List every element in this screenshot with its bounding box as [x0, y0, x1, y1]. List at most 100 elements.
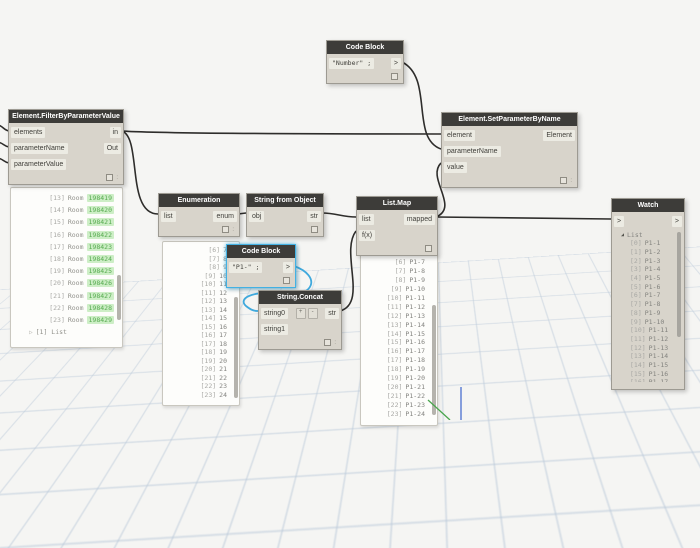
- preview-toggle-icon[interactable]: [391, 73, 398, 80]
- preview-toggle-icon[interactable]: [560, 177, 567, 184]
- scrollbar-thumb[interactable]: [234, 297, 238, 398]
- node-title[interactable]: Code Block: [227, 245, 295, 258]
- node-string-from-object[interactable]: String from Object obj str: [246, 193, 324, 237]
- node-string-concat[interactable]: String.Concat string0 + - str string1 :: [258, 290, 342, 350]
- preview-list-footer[interactable]: ▷ [1] List: [11, 326, 122, 338]
- info-icon: :: [334, 340, 336, 346]
- watch-list[interactable]: ◢ List [0] P1-1 [1] P1-2 [2]: [614, 230, 682, 382]
- info-icon: :: [232, 227, 234, 233]
- watch-row: [1] P1-2: [614, 248, 682, 257]
- remove-input-button[interactable]: -: [308, 308, 318, 319]
- output-port-out[interactable]: Out: [104, 143, 121, 154]
- preview-bubble-listmap[interactable]: [6] P1-7 [7] P1-8 [8] P1-9 [9] P1-10 [10…: [360, 253, 438, 426]
- watch-row: [13] P1-14: [614, 352, 682, 361]
- preview-row: [18] 19: [163, 348, 239, 357]
- watch-row: [4] P1-5: [614, 274, 682, 283]
- preview-bubble-filter[interactable]: [13] Room 198419 [14] Room 198420 [15] R…: [10, 187, 123, 348]
- output-port[interactable]: >: [391, 58, 401, 69]
- preview-toggle-icon[interactable]: [222, 226, 229, 233]
- watch-list-header[interactable]: ◢ List: [614, 230, 682, 239]
- preview-row: [17] P1-18: [361, 356, 437, 365]
- node-title[interactable]: Watch: [612, 199, 684, 212]
- node-list-map[interactable]: List.Map list mapped f(x): [356, 196, 438, 256]
- node-element-setparameterbyname[interactable]: Element.SetParameterByName element Eleme…: [441, 112, 578, 188]
- preview-row: [14] Room 198420: [11, 204, 122, 216]
- add-input-button[interactable]: +: [296, 308, 306, 319]
- dynamo-canvas[interactable]: { "canvas": {"background": "#f5f5f3", "w…: [0, 0, 700, 420]
- preview-toggle-icon[interactable]: [106, 174, 113, 181]
- preview-row: [16] 17: [163, 331, 239, 340]
- output-port-str[interactable]: str: [307, 211, 321, 222]
- input-port-list[interactable]: list: [161, 211, 176, 222]
- preview-row: [18] P1-19: [361, 365, 437, 374]
- preview-toggle-icon[interactable]: [425, 245, 432, 252]
- node-code-block-p1[interactable]: Code Block "P1-" ; >: [226, 244, 296, 288]
- preview-row: [13] Room 198419: [11, 192, 122, 204]
- input-port-parametervalue[interactable]: parameterValue: [11, 159, 66, 170]
- preview-row: [21] Room 198427: [11, 290, 122, 302]
- code-expression[interactable]: "P1-" ;: [229, 262, 262, 273]
- node-code-block-number[interactable]: Code Block "Number" ; >: [326, 40, 404, 84]
- input-port-string1[interactable]: string1: [261, 324, 288, 335]
- output-port[interactable]: >: [283, 262, 293, 273]
- input-port-parametername[interactable]: parameterName: [444, 146, 501, 157]
- watch-row: [2] P1-3: [614, 256, 682, 265]
- preview-row: [9] P1-10: [361, 285, 437, 294]
- scrollbar-thumb[interactable]: [117, 275, 121, 320]
- preview-row: [22] P1-23: [361, 400, 437, 409]
- element-id-badge: 198426: [87, 279, 114, 287]
- preview-row: [23] Room 198429: [11, 314, 122, 326]
- preview-row: [15] Room 198421: [11, 216, 122, 228]
- preview-toggle-icon[interactable]: [311, 226, 318, 233]
- input-port-value[interactable]: value: [444, 162, 467, 173]
- element-id-badge: 198419: [87, 194, 114, 202]
- node-enumeration[interactable]: Enumeration list enum :: [158, 193, 240, 237]
- scrollbar-thumb[interactable]: [432, 305, 436, 414]
- scrollbar-thumb[interactable]: [677, 232, 681, 337]
- node-title[interactable]: List.Map: [357, 197, 437, 210]
- output-port-element[interactable]: Element: [543, 130, 575, 141]
- output-port-mapped[interactable]: mapped: [404, 214, 435, 225]
- preview-row: [13] P1-14: [361, 320, 437, 329]
- output-port-str[interactable]: str: [325, 308, 339, 319]
- output-port-in[interactable]: in: [110, 127, 121, 138]
- input-port[interactable]: >: [614, 216, 624, 227]
- preview-row: [12] P1-13: [361, 311, 437, 320]
- watch-row: [10] P1-11: [614, 326, 682, 335]
- preview-row: [14] 15: [163, 314, 239, 323]
- node-title[interactable]: Element.FilterByParameterValue: [9, 110, 123, 123]
- input-port-list[interactable]: list: [359, 214, 374, 225]
- input-port-fx[interactable]: f(x): [359, 230, 375, 241]
- preview-toggle-icon[interactable]: [283, 277, 290, 284]
- input-port-obj[interactable]: obj: [249, 211, 264, 222]
- preview-row: [6] P1-7: [361, 258, 437, 267]
- node-title[interactable]: Enumeration: [159, 194, 239, 207]
- preview-row: [22] 23: [163, 382, 239, 391]
- node-title[interactable]: Code Block: [327, 41, 403, 54]
- output-port[interactable]: >: [672, 216, 682, 227]
- watch-row: [9] P1-10: [614, 317, 682, 326]
- watch-row: [16] P1-17: [614, 378, 682, 382]
- watch-row: [0] P1-1: [614, 239, 682, 248]
- element-id-badge: 198425: [87, 267, 114, 275]
- preview-row: [21] 22: [163, 374, 239, 383]
- preview-row: [16] P1-17: [361, 347, 437, 356]
- output-port-enum[interactable]: enum: [213, 211, 237, 222]
- node-watch[interactable]: Watch > > ◢ List [0] P1-1 [1]: [611, 198, 685, 390]
- node-title[interactable]: String from Object: [247, 194, 323, 207]
- input-port-elements[interactable]: elements: [11, 127, 45, 138]
- code-expression[interactable]: "Number" ;: [329, 58, 374, 69]
- preview-row: [17] Room 198423: [11, 241, 122, 253]
- preview-row: [14] P1-15: [361, 329, 437, 338]
- input-port-string0[interactable]: string0: [261, 308, 288, 319]
- node-element-filterbyparametervalue[interactable]: Element.FilterByParameterValue elements …: [8, 109, 124, 185]
- node-title[interactable]: Element.SetParameterByName: [442, 113, 577, 126]
- collapse-triangle-icon[interactable]: ◢: [621, 232, 624, 238]
- input-port-parametername[interactable]: parameterName: [11, 143, 68, 154]
- input-port-element[interactable]: element: [444, 130, 475, 141]
- preview-toggle-icon[interactable]: [324, 339, 331, 346]
- watch-row: [5] P1-6: [614, 282, 682, 291]
- node-title[interactable]: String.Concat: [259, 291, 341, 304]
- expand-arrow-icon[interactable]: ▷: [29, 329, 33, 336]
- preview-row: [15] P1-16: [361, 338, 437, 347]
